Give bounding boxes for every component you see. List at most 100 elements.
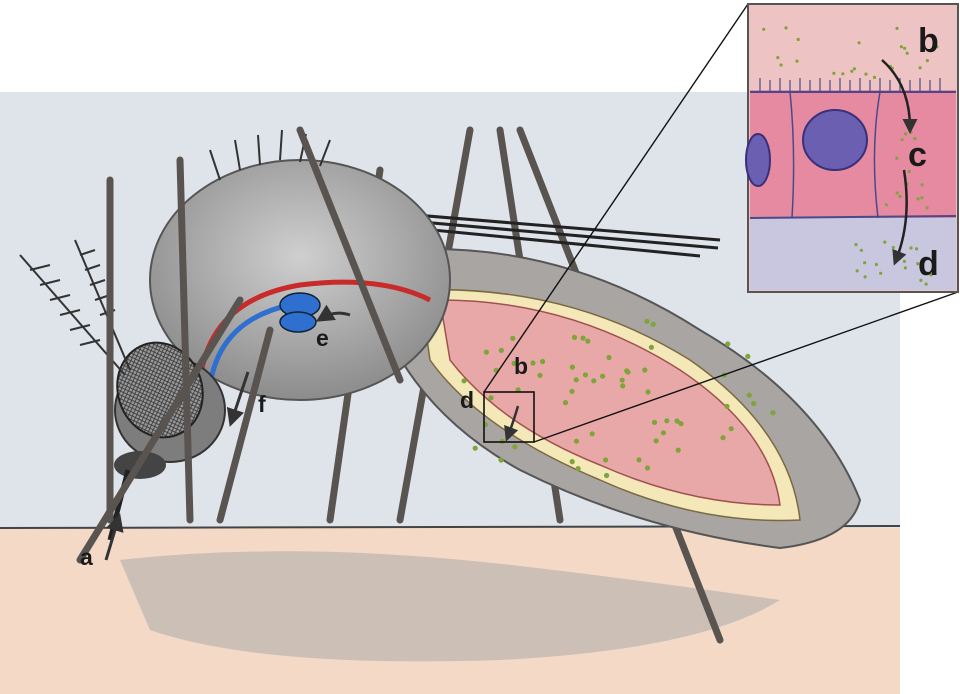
- virus-particle: [574, 377, 579, 382]
- virus-particle: [854, 243, 857, 246]
- virus-particle: [642, 367, 647, 372]
- virus-particle: [649, 345, 654, 350]
- virus-particle: [576, 466, 581, 471]
- virus-particle: [510, 336, 515, 341]
- virus-particle: [729, 426, 734, 431]
- virus-particle: [832, 72, 835, 75]
- nucleus-2: [746, 134, 770, 186]
- virus-particle: [900, 45, 903, 48]
- virus-particle: [762, 28, 765, 31]
- virus-particle: [901, 138, 904, 141]
- virus-particle: [770, 410, 775, 415]
- salivary-gland: [280, 293, 320, 332]
- virus-particle: [892, 246, 895, 249]
- virus-particle: [530, 360, 535, 365]
- virus-particle: [856, 269, 859, 272]
- virus-particle: [895, 157, 898, 160]
- virus-particle: [603, 457, 608, 462]
- virus-particle: [725, 341, 730, 346]
- virus-particle: [850, 70, 853, 73]
- virus-particle: [624, 368, 629, 373]
- virus-particle: [644, 319, 649, 324]
- label-a: a: [80, 544, 93, 570]
- virus-particle: [583, 372, 588, 377]
- inset-label-b: b: [918, 22, 939, 60]
- virus-particle: [570, 365, 575, 370]
- label-f: f: [258, 391, 266, 417]
- virus-particle: [499, 457, 504, 462]
- inset-label-d: d: [918, 245, 939, 283]
- virus-particle: [795, 60, 798, 63]
- virus-particle: [590, 431, 595, 436]
- virus-particle: [904, 266, 907, 269]
- virus-particle: [488, 395, 493, 400]
- label-e: e: [316, 325, 329, 351]
- label-b: b: [514, 353, 528, 379]
- virus-particle: [858, 41, 861, 44]
- virus-particle: [724, 404, 729, 409]
- virus-particle: [860, 249, 863, 252]
- virus-particle: [499, 348, 504, 353]
- virus-particle: [879, 272, 882, 275]
- virus-particle: [604, 473, 609, 478]
- virus-particle: [841, 72, 844, 75]
- virus-particle: [898, 195, 901, 198]
- virus-particle: [645, 465, 650, 470]
- virus-particle: [909, 246, 912, 249]
- virus-particle: [512, 444, 517, 449]
- virus-particle: [920, 196, 923, 199]
- virus-particle: [863, 261, 866, 264]
- virus-particle: [906, 52, 909, 55]
- virus-particle: [895, 27, 898, 30]
- virus-particle: [903, 260, 906, 263]
- virus-particle: [574, 439, 579, 444]
- virus-particle: [606, 355, 611, 360]
- virus-particle: [917, 197, 920, 200]
- virus-particle: [652, 420, 657, 425]
- virus-particle: [620, 378, 625, 383]
- virus-particle: [636, 457, 641, 462]
- virus-particle: [585, 339, 590, 344]
- virus-particle: [926, 206, 929, 209]
- virus-particle: [484, 350, 489, 355]
- virus-particle: [864, 275, 867, 278]
- virus-particle: [776, 56, 779, 59]
- virus-particle: [751, 401, 756, 406]
- virus-particle: [784, 26, 787, 29]
- virus-particle: [572, 335, 577, 340]
- virus-particle: [646, 389, 651, 394]
- virus-particle: [921, 183, 924, 186]
- virus-particle: [780, 63, 783, 66]
- virus-particle: [745, 354, 750, 359]
- virus-particle: [904, 132, 907, 135]
- virus-particle: [873, 76, 876, 79]
- virus-particle: [620, 383, 625, 388]
- virus-particle: [875, 263, 878, 266]
- virus-particle: [661, 430, 666, 435]
- virus-particle: [676, 448, 681, 453]
- virus-particle: [591, 378, 596, 383]
- virus-particle: [747, 393, 752, 398]
- virus-particle: [570, 459, 575, 464]
- inset-label-c: c: [908, 136, 927, 174]
- virus-particle: [896, 191, 899, 194]
- virus-particle: [473, 446, 478, 451]
- nucleus: [803, 110, 867, 170]
- virus-particle: [853, 67, 856, 70]
- virus-particle: [675, 418, 680, 423]
- virus-particle: [580, 336, 585, 341]
- virus-particle: [563, 400, 568, 405]
- virus-particle: [462, 378, 467, 383]
- virus-particle: [919, 66, 922, 69]
- virus-particle: [903, 47, 906, 50]
- virus-particle: [883, 241, 886, 244]
- virus-particle: [569, 389, 574, 394]
- virus-particle: [720, 435, 725, 440]
- virus-particle: [537, 373, 542, 378]
- virus-particle: [540, 359, 545, 364]
- virus-particle: [600, 374, 605, 379]
- virus-particle: [910, 131, 913, 134]
- virus-particle: [864, 73, 867, 76]
